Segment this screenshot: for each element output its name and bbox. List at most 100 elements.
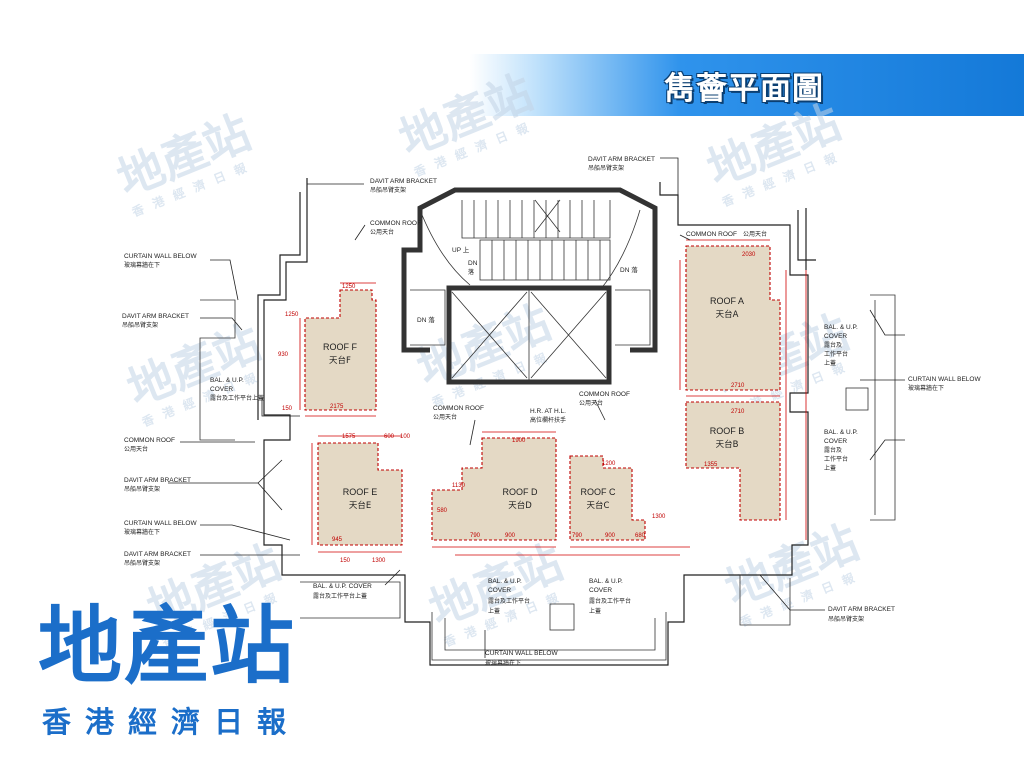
roof-d-cn: 天台D — [508, 500, 532, 511]
dimension-value: 1250 — [285, 312, 299, 318]
roof-d-area — [431, 437, 557, 541]
bal-cover-label: BAL. & U.P. — [210, 377, 244, 384]
dimension-value: 1250 — [342, 284, 356, 290]
bal-cover-label-cn: 工作平台 — [824, 350, 848, 358]
logo-main: 地產站 — [38, 597, 297, 695]
stair-dn-label-left: DN 落 — [417, 315, 435, 324]
handrail-label-cn: 高位欄杆扶手 — [530, 416, 566, 424]
dimension-value: 1300 — [372, 558, 386, 564]
roof-b-area — [685, 401, 781, 521]
logo-subtitle: 香港經濟日報 — [42, 705, 301, 739]
dimension-value: 1575 — [342, 434, 356, 440]
bal-cover-label: BAL. & U.P. — [488, 578, 522, 585]
roof-a-cn: 天台A — [716, 309, 739, 320]
bal-cover-label: COVER — [488, 587, 511, 594]
dimension-value: 1200 — [602, 461, 616, 467]
bal-cover-label-cn: 露台及工作平台 — [589, 597, 631, 605]
common-roof-label-cn: 公用天台 — [743, 230, 767, 238]
roof-a-label: ROOF A — [710, 296, 744, 306]
curtain-wall-label-cn: 玻璃幕牆在下 — [124, 261, 160, 269]
roof-e-label: ROOF E — [343, 487, 378, 497]
davit-label-cn: 吊船吊臂支架 — [124, 485, 160, 493]
davit-label: DAVIT ARM BRACKET — [370, 178, 437, 185]
curtain-wall-label-cn: 玻璃幕牆在下 — [485, 659, 521, 667]
bal-cover-label: COVER — [210, 386, 233, 393]
roof-f-cn: 天台F — [329, 355, 351, 366]
curtain-wall-label: CURTAIN WALL BELOW — [908, 376, 981, 383]
dimension-lines — [299, 239, 807, 556]
curtain-wall-label-cn: 玻璃幕牆在下 — [908, 384, 944, 392]
roof-f-label: ROOF F — [323, 342, 357, 352]
bal-cover-label: BAL. & U.P. — [824, 429, 858, 436]
bal-cover-label: COVER — [824, 333, 847, 340]
dimension-value: 930 — [278, 352, 289, 358]
dimension-value: 1130 — [452, 483, 466, 489]
dimension-value: 680 — [635, 533, 646, 539]
roof-c-area — [569, 455, 646, 541]
bal-cover-label: BAL. & U.P. COVER — [313, 583, 372, 590]
leader-lines — [168, 157, 905, 658]
dimension-value: 100 — [400, 434, 411, 440]
davit-label-cn: 吊船吊臂支架 — [124, 559, 160, 567]
bal-cover-label-cn: 露台及 — [824, 341, 842, 349]
dimension-value: 580 — [437, 508, 448, 514]
roof-c-cn: 天台C — [587, 500, 610, 511]
dimension-value: 2710 — [731, 383, 745, 389]
common-roof-label-cn: 公用天台 — [124, 445, 148, 453]
roof-e-cn: 天台E — [349, 500, 371, 511]
bal-cover-label: COVER — [589, 587, 612, 594]
davit-label: DAVIT ARM BRACKET — [122, 313, 189, 320]
dimension-value: 2030 — [742, 252, 756, 258]
title-banner — [470, 54, 1024, 116]
common-roof-label: COMMON ROOF — [370, 220, 421, 227]
common-roof-label: COMMON ROOF — [686, 231, 737, 238]
dimension-value: 150 — [340, 558, 351, 564]
dimension-value: 945 — [332, 537, 343, 543]
roof-a-area — [685, 245, 781, 391]
bal-cover-label-cn: 上蓋 — [824, 359, 836, 367]
common-roof-label: COMMON ROOF — [579, 391, 630, 398]
common-roof-label-cn: 公用天台 — [579, 399, 603, 407]
common-roof-label: COMMON ROOF — [124, 437, 175, 444]
bal-cover-label-cn: 上蓋 — [488, 607, 500, 615]
dimension-value: 790 — [470, 533, 481, 539]
common-roof-label-cn: 公用天台 — [433, 413, 457, 421]
curtain-wall-label: CURTAIN WALL BELOW — [124, 253, 197, 260]
dimension-value: 900 — [605, 533, 616, 539]
stair-dn-label-right: DN 落 — [620, 265, 638, 274]
davit-label-cn: 吊船吊臂支架 — [122, 321, 158, 329]
stair-up-label: UP 上 — [452, 245, 470, 254]
bal-cover-label-cn: 上蓋 — [589, 607, 601, 615]
roof-b-cn: 天台B — [716, 439, 739, 450]
bal-cover-label-cn: 露台及工作平台 — [488, 597, 530, 605]
bal-cover-label-cn: 工作平台 — [824, 455, 848, 463]
stair-dn-cn: 落 — [468, 268, 474, 276]
common-roof-label: COMMON ROOF — [433, 405, 484, 412]
page-title: 雋薈平面圖 — [664, 71, 824, 107]
davit-label-cn: 吊船吊臂支架 — [588, 164, 624, 172]
dimension-value: 2710 — [731, 409, 745, 415]
bal-cover-label-cn: 露台及 — [824, 446, 842, 454]
bal-cover-label-cn: 露台及工作平台上蓋 — [210, 394, 264, 402]
roof-d-label: ROOF D — [503, 487, 538, 497]
davit-label: DAVIT ARM BRACKET — [124, 477, 191, 484]
dimension-value: 150 — [282, 406, 293, 412]
roof-e-area — [317, 442, 403, 546]
dimension-value: 1300 — [652, 514, 666, 520]
common-roof-label-cn: 公用天台 — [370, 228, 394, 236]
roof-areas — [304, 245, 781, 546]
davit-label: DAVIT ARM BRACKET — [124, 551, 191, 558]
curtain-wall-label-cn: 玻璃幕牆在下 — [124, 528, 160, 536]
curtain-wall-label: CURTAIN WALL BELOW — [485, 650, 558, 657]
roof-b-label: ROOF B — [710, 426, 745, 436]
bal-cover-label: BAL. & U.P. — [824, 324, 858, 331]
davit-label: DAVIT ARM BRACKET — [588, 156, 655, 163]
dimension-value: 1355 — [704, 462, 718, 468]
curtain-wall-label: CURTAIN WALL BELOW — [124, 520, 197, 527]
stair-dn-label: DN — [468, 260, 478, 267]
outer-walls — [199, 178, 896, 666]
handrail-label: H.R. AT H.L. — [530, 408, 566, 415]
dimension-value: 1900 — [512, 438, 526, 444]
davit-label: DAVIT ARM BRACKET — [828, 606, 895, 613]
